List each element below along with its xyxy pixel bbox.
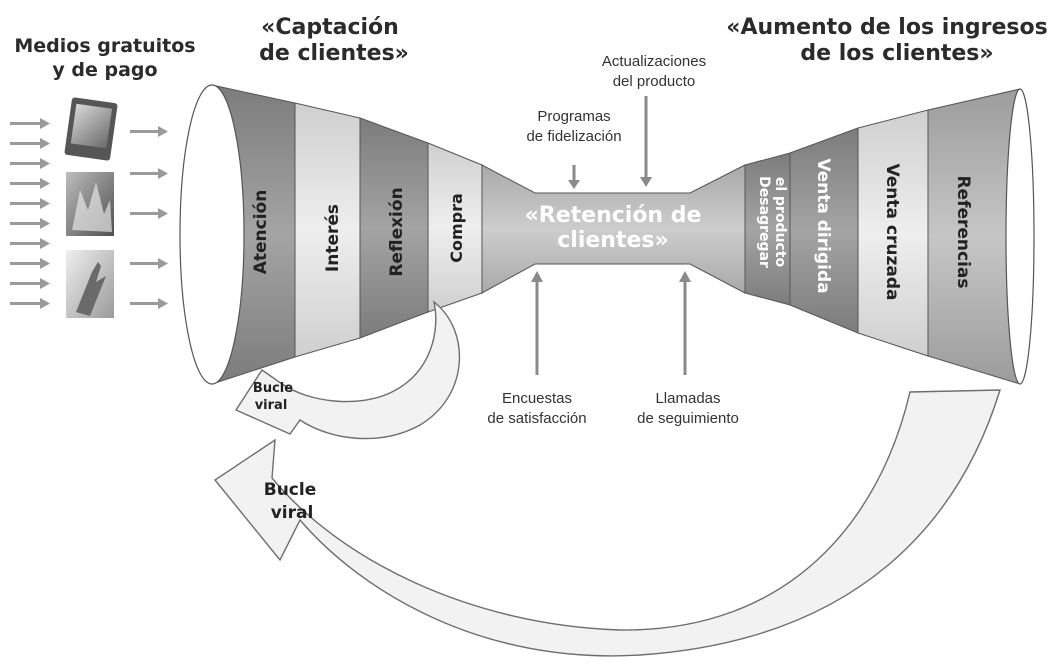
input-arrow (10, 298, 50, 309)
input-arrow (10, 218, 50, 229)
loyalty-label-line2: de fidelización (526, 128, 621, 145)
small-viral-loop-arrow (234, 300, 461, 440)
input-arrow (10, 158, 50, 169)
growth-heading-line2: de los clientes» (800, 41, 993, 66)
input-arrow (10, 278, 50, 289)
large-viral-loop-arrow (213, 389, 1001, 657)
retention-label-line1: «Retención de (525, 203, 702, 228)
stage-label-unbundle-line2: el producto (772, 177, 788, 268)
input-arrow (10, 178, 50, 189)
stage-label-interest: Interés (323, 204, 343, 272)
hands-photo-image (66, 172, 114, 236)
input-arrow (130, 126, 168, 137)
input-arrow (10, 138, 50, 149)
acquisition-funnel (179, 84, 483, 385)
calls-arrow (679, 271, 691, 375)
stage-label-purchase: Compra (447, 193, 466, 263)
input-arrow (130, 298, 168, 309)
surveys-label-line2: de satisfacción (487, 410, 586, 427)
growth-funnel (744, 88, 1035, 385)
calls-label-line1: Llamadas (655, 390, 720, 407)
acquisition-heading-line1: «Captación (261, 15, 399, 40)
stage-label-attention: Atención (251, 190, 271, 275)
input-arrow (10, 118, 50, 129)
retention-label-line2: clientes» (557, 228, 668, 253)
media-heading-line1: Medios gratuitos (14, 35, 195, 57)
input-arrow (130, 208, 168, 219)
input-arrow (130, 258, 168, 269)
media-input-arrows (10, 118, 168, 309)
stage-label-cross-selling: Venta cruzada (882, 164, 902, 301)
pointer-hand-image (66, 250, 114, 318)
stage-label-referrals: Referencias (953, 175, 973, 288)
input-arrow (10, 238, 50, 249)
large-loop-label-line1: Bucle (264, 480, 317, 500)
media-photos (64, 97, 118, 318)
loyalty-label-line1: Programas (537, 108, 610, 125)
tablet-device-image (64, 97, 118, 161)
large-loop-label-line2: viral (271, 503, 314, 523)
growth-heading-line1: «Aumento de los ingresos (726, 15, 1047, 40)
calls-label-line2: de seguimiento (637, 410, 739, 427)
surveys-label-line1: Encuestas (502, 390, 572, 407)
stage-label-consideration: Reflexión (387, 187, 407, 276)
input-arrow (10, 198, 50, 209)
loyalty-arrow (568, 165, 580, 189)
stage-label-unbundle-line1: Desagregar (756, 176, 772, 268)
input-arrow (130, 168, 168, 179)
input-arrow (10, 258, 50, 269)
small-loop-label-line2: viral (255, 398, 288, 413)
updates-label-line1: Actualizaciones (602, 53, 706, 70)
updates-arrow (640, 96, 652, 187)
stage-label-targeted-selling: Venta dirigida (813, 158, 833, 293)
surveys-arrow (531, 271, 543, 375)
small-loop-label-line1: Bucle (253, 381, 293, 396)
media-heading-line2: y de pago (52, 59, 157, 81)
updates-label-line2: del producto (613, 73, 696, 90)
acquisition-heading-line2: de clientes» (259, 41, 409, 66)
